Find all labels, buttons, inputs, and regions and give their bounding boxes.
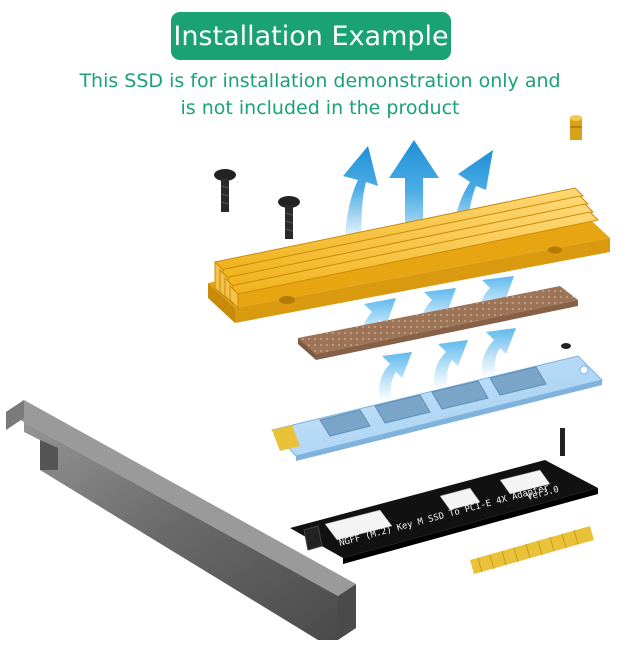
standoff-icon (570, 115, 582, 140)
title-banner: Installation Example (171, 12, 451, 60)
airflow-arrow-icon (481, 328, 516, 378)
page-title: Installation Example (173, 20, 449, 52)
screw-icon (278, 196, 300, 239)
subtitle: This SSD is for installation demonstrati… (20, 68, 620, 122)
screw-icon (214, 169, 236, 212)
airflow-arrow-icon (343, 146, 378, 240)
airflow-arrows-lower (379, 328, 516, 402)
screw-icon (561, 343, 571, 349)
airflow-arrow-icon (379, 352, 412, 402)
ssd-module (271, 355, 603, 461)
subtitle-line-2: is not included in the product (180, 97, 460, 119)
heatsink (208, 187, 610, 323)
airflow-arrow-icon (433, 340, 468, 390)
subtitle-line-1: This SSD is for installation demonstrati… (79, 70, 561, 92)
airflow-arrow-icon (389, 140, 439, 255)
thermal-pad (298, 286, 578, 360)
pci-bracket (6, 400, 356, 640)
